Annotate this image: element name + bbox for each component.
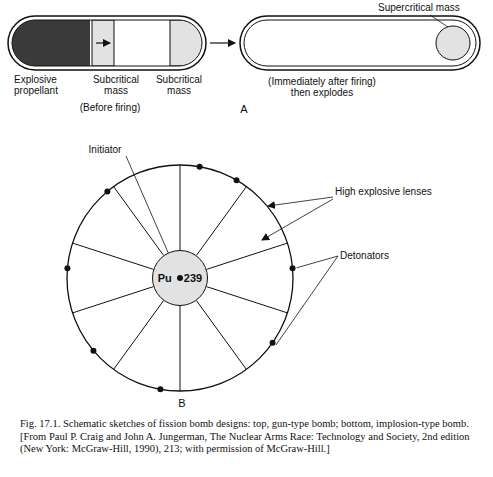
detonator-dot: [64, 265, 70, 271]
panel-letter: B: [172, 398, 192, 409]
lens-boundary: [114, 301, 164, 370]
detonator-dot: [90, 348, 96, 354]
core-label: 239: [184, 272, 202, 284]
lens-leader: [262, 199, 333, 240]
lens-boundary: [196, 187, 246, 256]
initiator-dot: [177, 275, 183, 281]
part-label: Initiator: [70, 144, 140, 155]
part-label: Subcritical mass: [150, 74, 208, 96]
gun-casing-after: [240, 15, 480, 70]
detonator-dot: [290, 265, 296, 271]
lens-boundary: [73, 287, 154, 313]
lens-boundary: [180, 165, 181, 250]
panel-letter: A: [234, 104, 254, 115]
gun-casing-before: [8, 16, 206, 70]
lens-boundary: [196, 301, 246, 370]
part-label: Detonators: [340, 250, 440, 261]
detonator-dot: [234, 177, 240, 183]
detonator-leader: [276, 256, 338, 345]
part-label: (Before firing): [60, 102, 160, 113]
part-label: Supercritical mass: [378, 2, 488, 13]
detonator-dot: [270, 340, 276, 346]
detonator-leader: [297, 256, 338, 268]
detonator-dot: [104, 188, 110, 194]
lens-boundary: [114, 187, 164, 256]
sequence-arrow: [210, 42, 235, 43]
lens-boundary: [207, 243, 288, 269]
part-label: (Immediately after firing) then explodes: [262, 76, 382, 98]
detonator-dot: [197, 164, 203, 170]
part-label: Explosive propellant: [14, 74, 84, 96]
lens-boundary: [73, 243, 154, 269]
lens-boundary: [207, 287, 288, 313]
part-label: Subcritical mass: [86, 74, 146, 96]
plutonium-core: Pu 239: [152, 250, 208, 306]
implosion-assembly: [64, 164, 295, 393]
part-label: High explosive lenses: [335, 186, 475, 197]
core-label: Pu: [158, 272, 172, 284]
figure-caption: Fig. 17.1. Schematic sketches of fission…: [20, 418, 480, 456]
lens-boundary: [180, 306, 181, 391]
detonator-dot: [157, 386, 163, 392]
